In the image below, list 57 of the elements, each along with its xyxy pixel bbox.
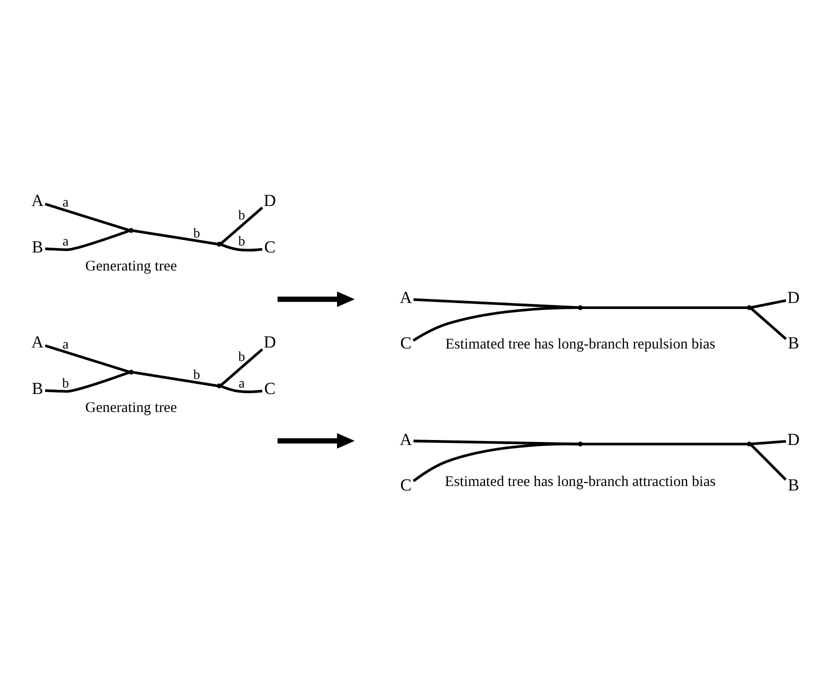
connector — [220, 348, 264, 386]
edge-label: a — [238, 374, 245, 390]
edge-label: a — [62, 194, 69, 210]
connector — [750, 443, 787, 480]
node-text: C — [400, 474, 412, 494]
node-text: C — [264, 236, 276, 256]
edge-label: b — [238, 348, 246, 364]
node-text: B — [788, 333, 800, 352]
node-text: A — [31, 332, 44, 352]
edge-label: b — [62, 374, 69, 390]
node-text: B — [32, 236, 44, 256]
label: Generating tree — [85, 400, 177, 416]
connector — [412, 442, 578, 482]
node-point — [216, 241, 222, 246]
label: Generating tree — [85, 258, 177, 274]
connector — [132, 228, 218, 245]
connector — [220, 242, 262, 252]
connector — [45, 370, 130, 392]
edge-label: b — [238, 206, 246, 222]
connector — [220, 206, 264, 244]
node-text: A — [400, 429, 412, 448]
edge-label: b — [193, 224, 200, 240]
edge-label: a — [62, 233, 69, 248]
node-point — [578, 304, 583, 310]
label: Estimated tree has long-branch attraction bias — [444, 474, 716, 490]
node-text: D — [787, 288, 800, 307]
node-text: D — [787, 429, 800, 448]
node-text: D — [264, 332, 276, 352]
node-text: C — [264, 378, 276, 398]
connector — [751, 298, 786, 308]
node-point — [128, 228, 134, 232]
connector — [751, 440, 786, 445]
connector — [44, 344, 130, 373]
node-text: B — [32, 378, 44, 398]
connector — [220, 384, 262, 393]
connector — [412, 306, 578, 342]
node-point — [746, 441, 752, 446]
node-text: C — [400, 333, 412, 352]
node-text: B — [788, 474, 800, 494]
node-point — [746, 304, 752, 310]
node-point — [578, 441, 583, 446]
node-text: A — [31, 190, 44, 210]
node-text: A — [400, 288, 412, 307]
node-point — [128, 369, 134, 374]
connector — [45, 229, 130, 251]
edge-label: b — [238, 233, 246, 248]
label: Estimated tree has long-branch repulsion bias — [445, 336, 716, 352]
edge-label: b — [193, 366, 200, 382]
connector — [750, 307, 787, 340]
connector — [44, 202, 130, 231]
edge-label: a — [62, 336, 69, 351]
connector — [132, 370, 218, 387]
node-point — [216, 382, 222, 388]
connector — [582, 442, 748, 445]
node-text: D — [264, 190, 276, 210]
connector — [413, 298, 578, 308]
connector — [582, 306, 748, 308]
